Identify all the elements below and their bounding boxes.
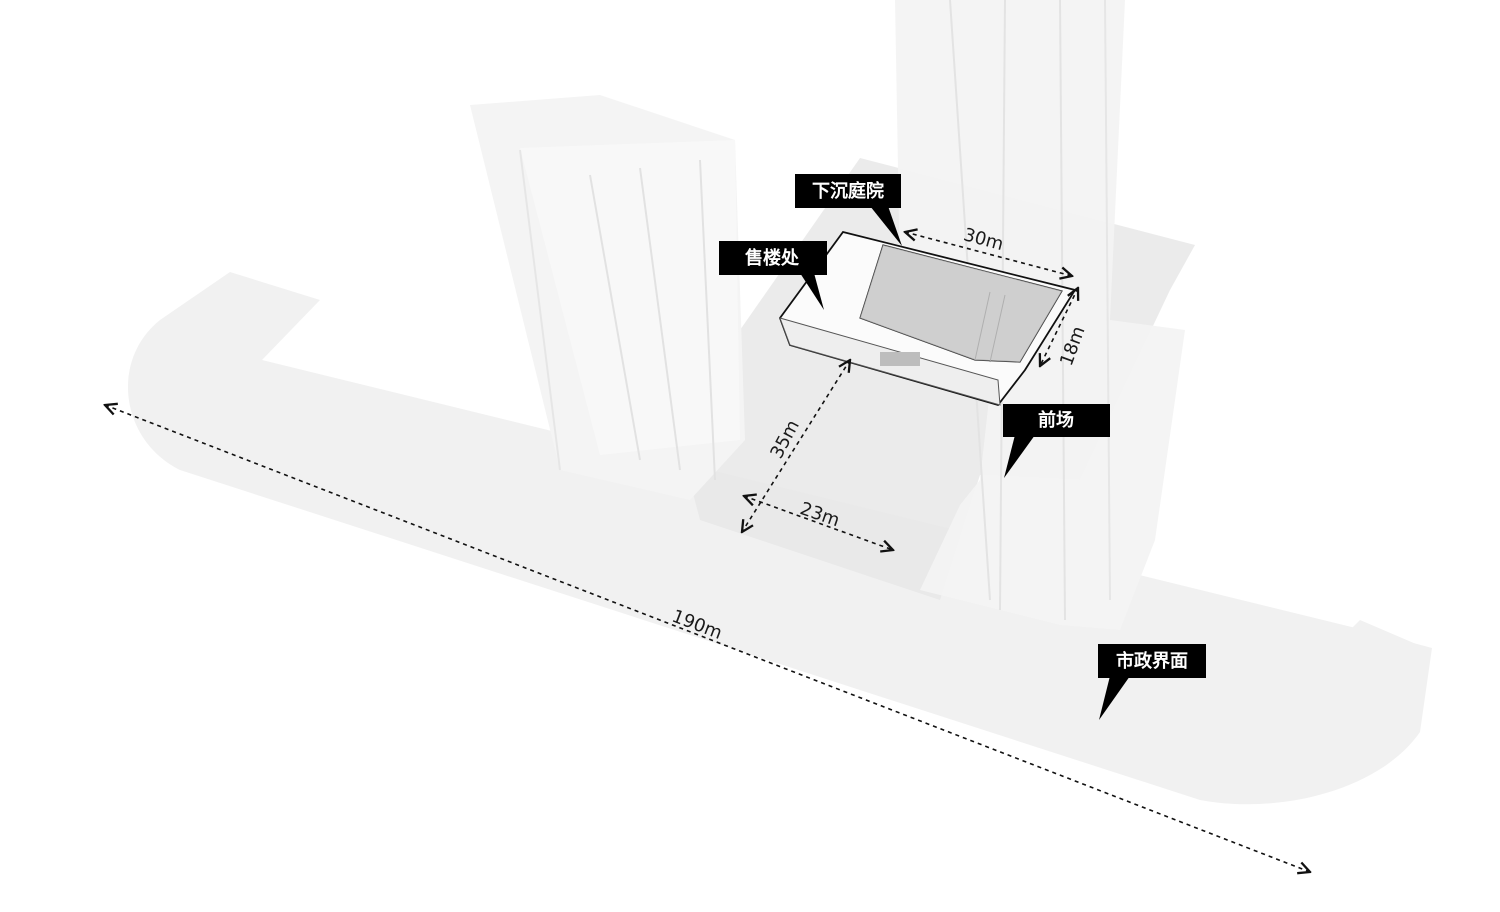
svg-text:市政界面: 市政界面	[1116, 650, 1188, 672]
svg-text:前场: 前场	[1038, 409, 1074, 431]
dim-line-18m	[1040, 288, 1078, 366]
callout-sunken-courtyard: 下沉庭院	[795, 174, 902, 246]
callout-sales-office: 售楼处	[719, 241, 827, 310]
callout-municipal-interface: 市政界面	[1098, 644, 1206, 720]
svg-text:售楼处: 售楼处	[745, 247, 800, 269]
svg-text:下沉庭院: 下沉庭院	[812, 180, 884, 202]
callout-front-plaza: 前场	[1003, 404, 1110, 478]
